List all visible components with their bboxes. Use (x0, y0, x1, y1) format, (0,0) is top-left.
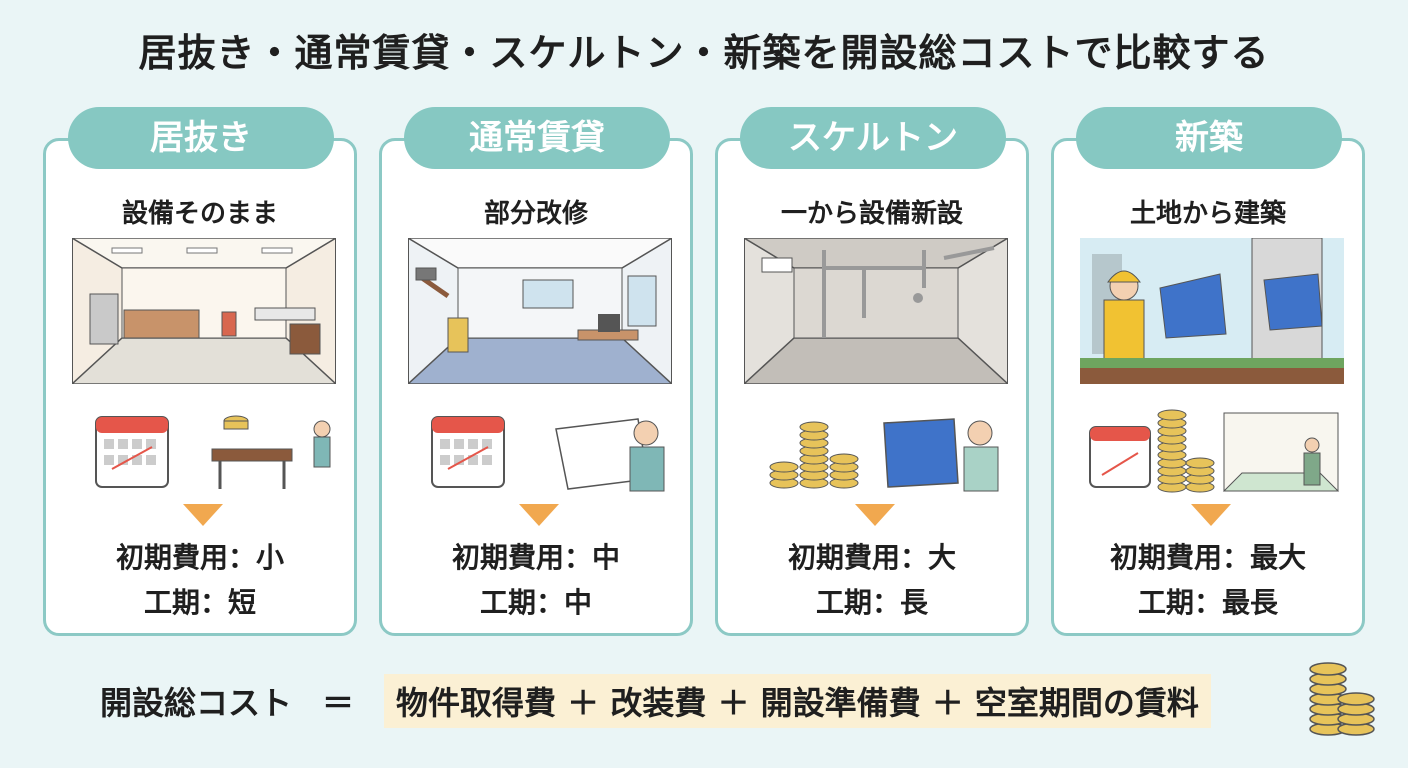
card-subtitle: 設備そのまま (121, 199, 278, 229)
formula-lhs: 開設総コスト (100, 684, 293, 722)
card-subtitle: 一から設備新設 (780, 199, 963, 229)
down-arrow-icon (183, 504, 223, 526)
formula-rhs: 物件取得費 ＋ 改装費 ＋ 開設準備費 ＋ 空室期間の賃料 (384, 674, 1211, 728)
calendar-and-furniture-illustration (95, 415, 331, 489)
card-cost: 初期費用：中 (451, 541, 620, 574)
card-subtitle: 土地から建築 (1129, 199, 1286, 229)
card-period: 工期：短 (143, 586, 256, 619)
calendar-and-planning-illustration (431, 416, 665, 492)
page-title: 居抜き・通常賃貸・スケルトン・新築を開設総コストで比較する (138, 31, 1270, 75)
card-badge: 新築 (1076, 107, 1342, 169)
office-renovation-illustration (408, 238, 672, 384)
card-cost: 初期費用：小 (115, 541, 284, 574)
card-subtitle: 部分改修 (483, 199, 588, 229)
card-badge: 通常賃貸 (404, 107, 670, 169)
card-inuki: 居抜き 設備そのまま 初期費用：小 工期：短 (43, 107, 357, 636)
down-arrow-icon (519, 504, 559, 526)
formula-equals: ＝ (322, 684, 355, 722)
card-new-build: 新築 土地から建築 初期費用：最大 工期：最長 (1051, 107, 1365, 636)
cost-formula: 開設総コスト ＝ 物件取得費 ＋ 改装費 ＋ 開設準備費 ＋ 空室期間の賃料 (100, 674, 1211, 728)
furnished-room-illustration (72, 238, 336, 384)
down-arrow-icon (855, 504, 895, 526)
card-period: 工期：中 (479, 586, 592, 619)
card-skeleton: スケルトン 一から設備新設 初期費用：大 工期：長 (715, 107, 1029, 636)
card-period: 工期：最長 (1137, 586, 1278, 619)
coins-and-blueprint-illustration (769, 418, 999, 492)
card-cost: 初期費用：最大 (1109, 541, 1306, 574)
card-badge: 居抜き (68, 107, 334, 169)
construction-illustration (1080, 238, 1344, 384)
coin-stack-icon (1309, 662, 1375, 736)
card-period: 工期：長 (815, 586, 928, 619)
card-normal-rental: 通常賃貸 部分改修 初期費用：中 工期：中 (379, 107, 693, 636)
card-badge: スケルトン (740, 107, 1006, 169)
calendar-coins-and-room-illustration (1089, 409, 1340, 493)
card-cost: 初期費用：大 (787, 541, 956, 574)
down-arrow-icon (1191, 504, 1231, 526)
bare-skeleton-room-illustration (744, 238, 1008, 384)
